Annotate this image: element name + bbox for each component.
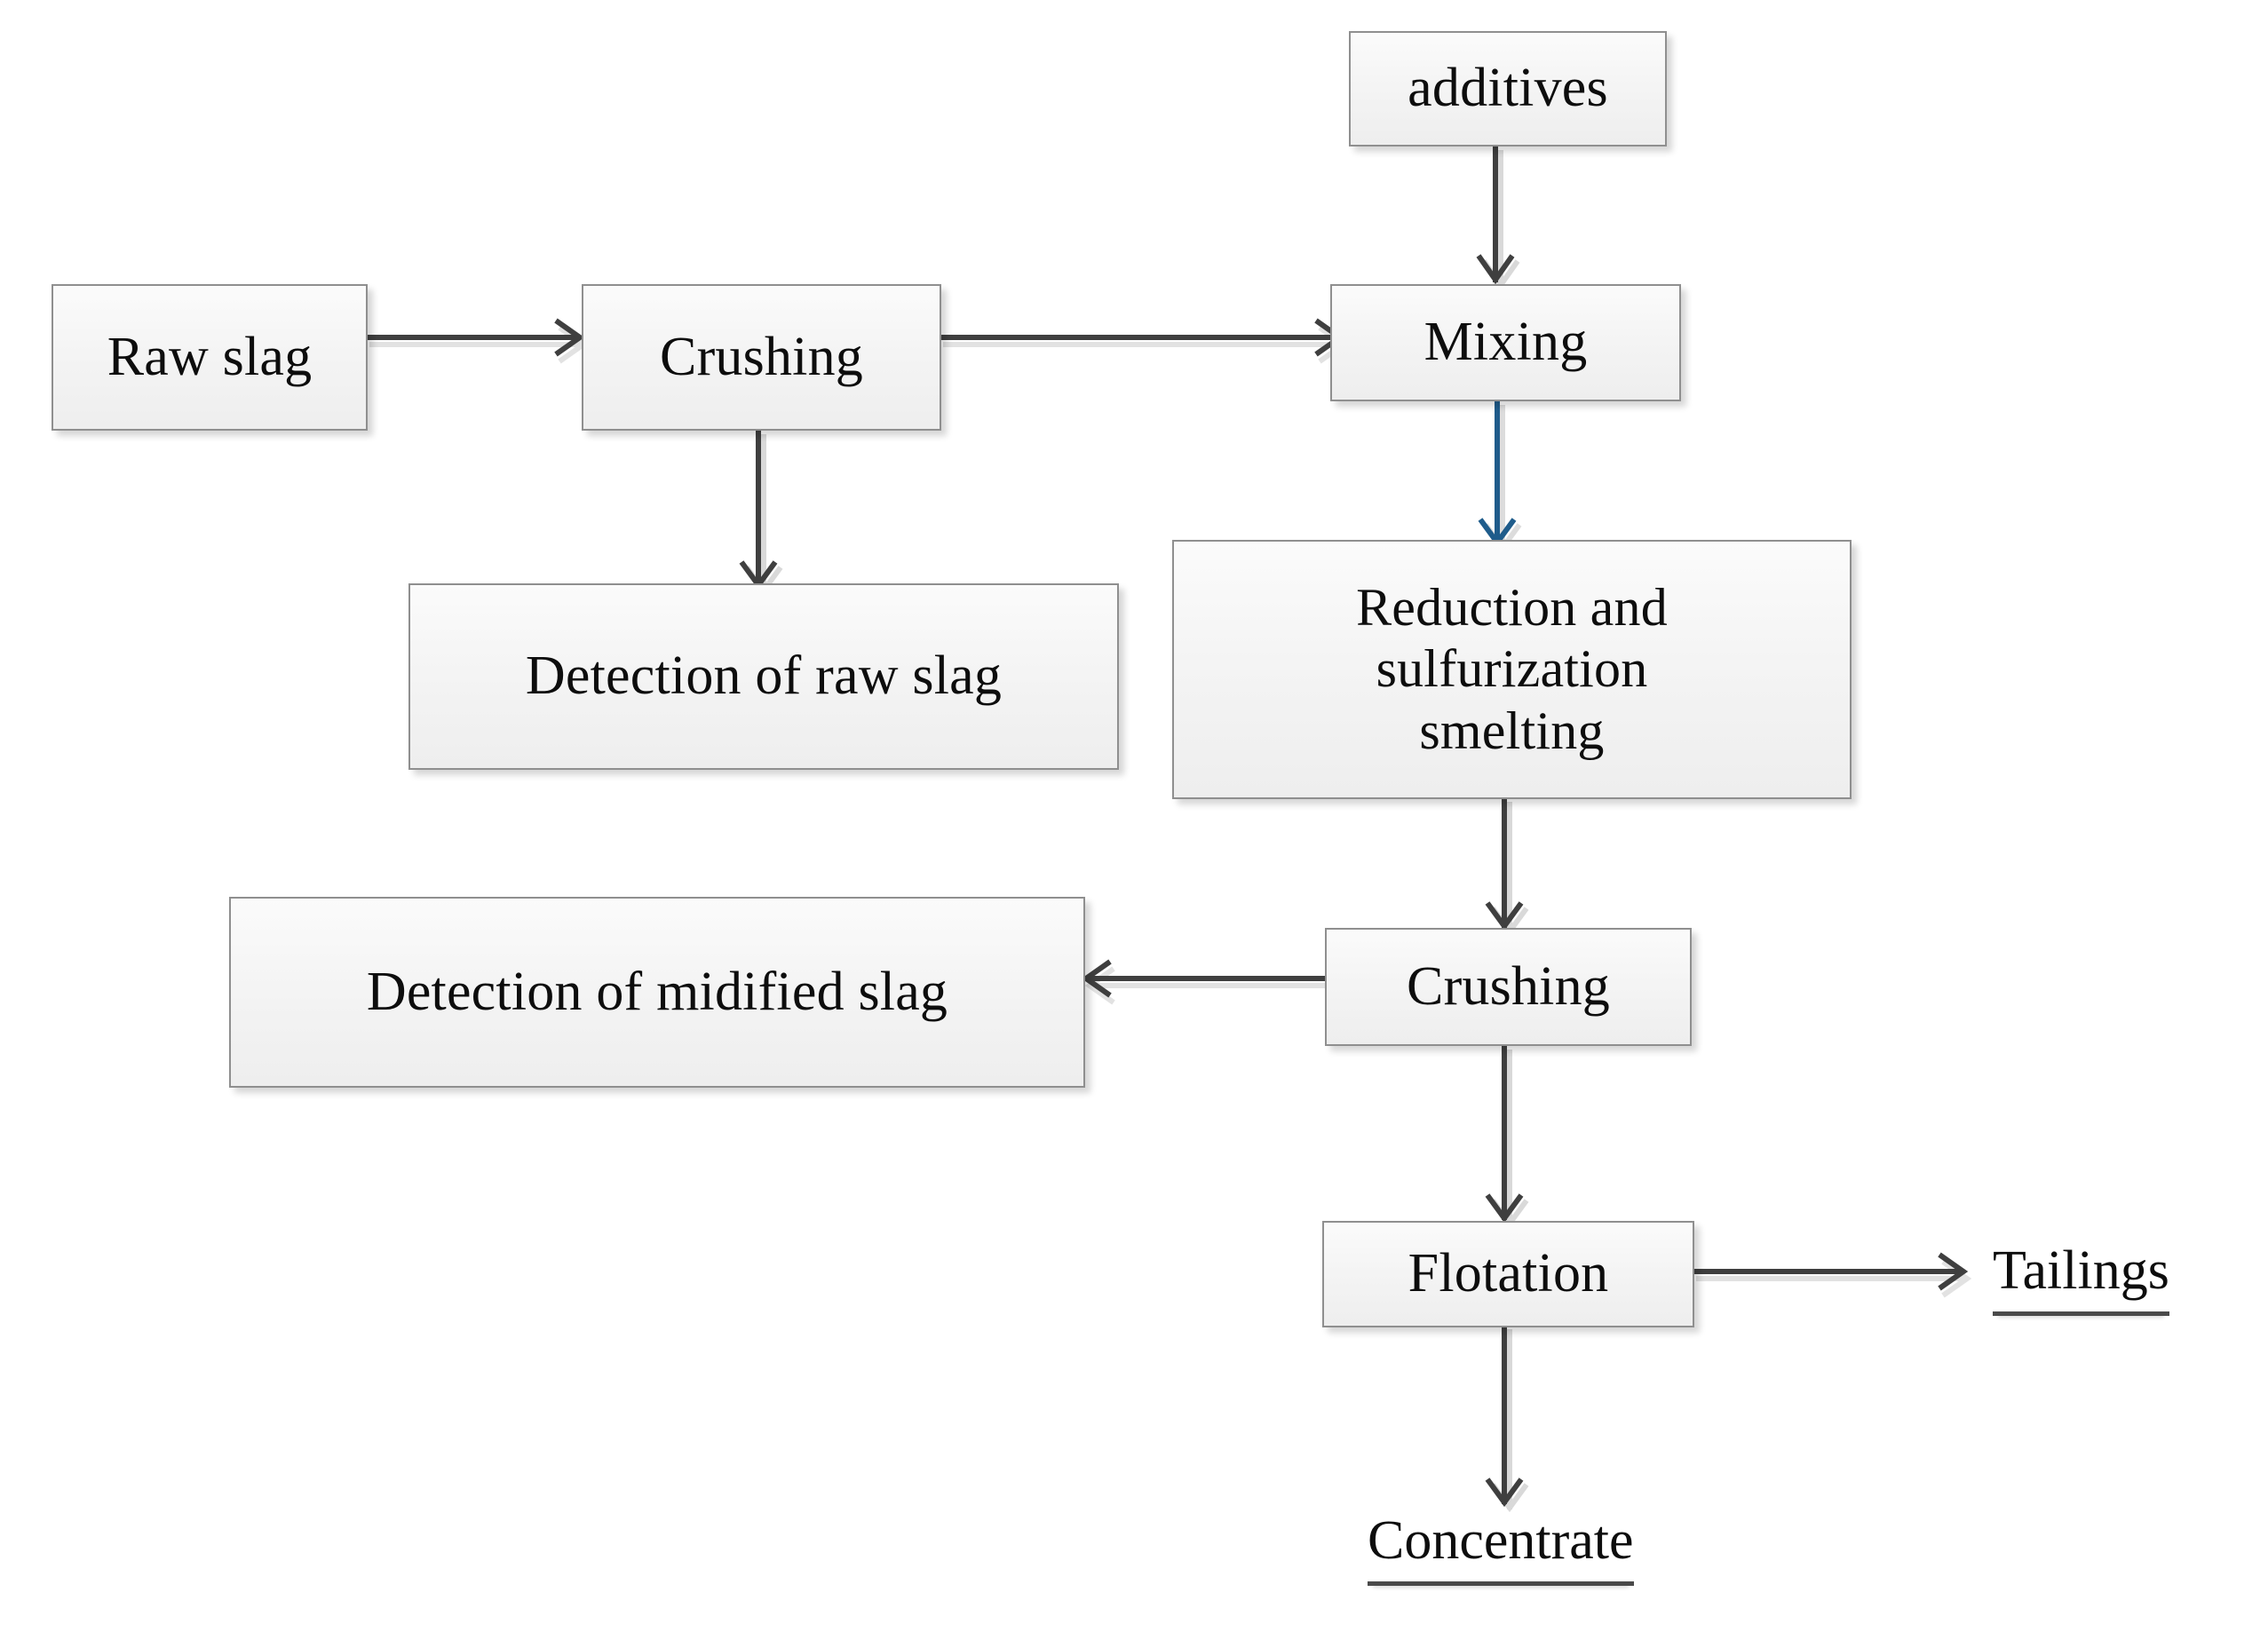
edge-flotation-to-concentrate — [1483, 1324, 1536, 1515]
edge-flotation-to-tailings — [1693, 1252, 1986, 1307]
node-crushing-second-label: Crushing — [1407, 955, 1610, 1017]
edge-crushing-to-mixing — [940, 318, 1357, 373]
node-raw-slag[interactable]: Raw slag — [52, 284, 368, 431]
node-detection-raw-slag-label: Detection of raw slag — [525, 646, 1003, 707]
node-raw-slag-label: Raw slag — [107, 326, 313, 387]
node-tailings-label: Tailings — [1993, 1240, 2169, 1316]
edge-additives-to-mixing — [1474, 145, 1527, 291]
node-mixing[interactable]: Mixing — [1330, 284, 1681, 401]
node-crushing-top[interactable]: Crushing — [582, 284, 941, 431]
node-concentrate-label: Concentrate — [1368, 1509, 1634, 1586]
node-detection-midified-slag[interactable]: Detection of midified slag — [229, 897, 1085, 1088]
node-crushing-top-label: Crushing — [660, 326, 863, 387]
node-reduction-smelting[interactable]: Reduction and sulfurization smelting — [1172, 540, 1852, 799]
node-additives-label: additives — [1408, 58, 1608, 119]
node-detection-raw-slag[interactable]: Detection of raw slag — [408, 583, 1119, 770]
edge-mixing-to-reduction-smelting — [1476, 400, 1529, 555]
node-crushing-second[interactable]: Crushing — [1325, 928, 1692, 1046]
node-additives[interactable]: additives — [1349, 31, 1667, 147]
edge-reduction-smelting-to-crushing — [1483, 796, 1536, 939]
node-concentrate[interactable]: Concentrate — [1368, 1509, 1634, 1586]
edge-crushing-to-flotation — [1483, 1044, 1536, 1231]
node-reduction-smelting-label: Reduction and sulfurization smelting — [1356, 577, 1668, 760]
edge-crushing-to-detection-raw-slag — [737, 429, 790, 598]
node-flotation[interactable]: Flotation — [1322, 1221, 1694, 1327]
node-detection-midified-slag-label: Detection of midified slag — [366, 961, 948, 1022]
node-tailings[interactable]: Tailings — [1993, 1240, 2169, 1316]
node-mixing-label: Mixing — [1423, 312, 1588, 373]
node-flotation-label: Flotation — [1408, 1243, 1609, 1304]
edge-crushing-to-detection-midified-slag — [1066, 959, 1341, 1014]
edge-raw-slag-to-crushing — [366, 318, 597, 373]
